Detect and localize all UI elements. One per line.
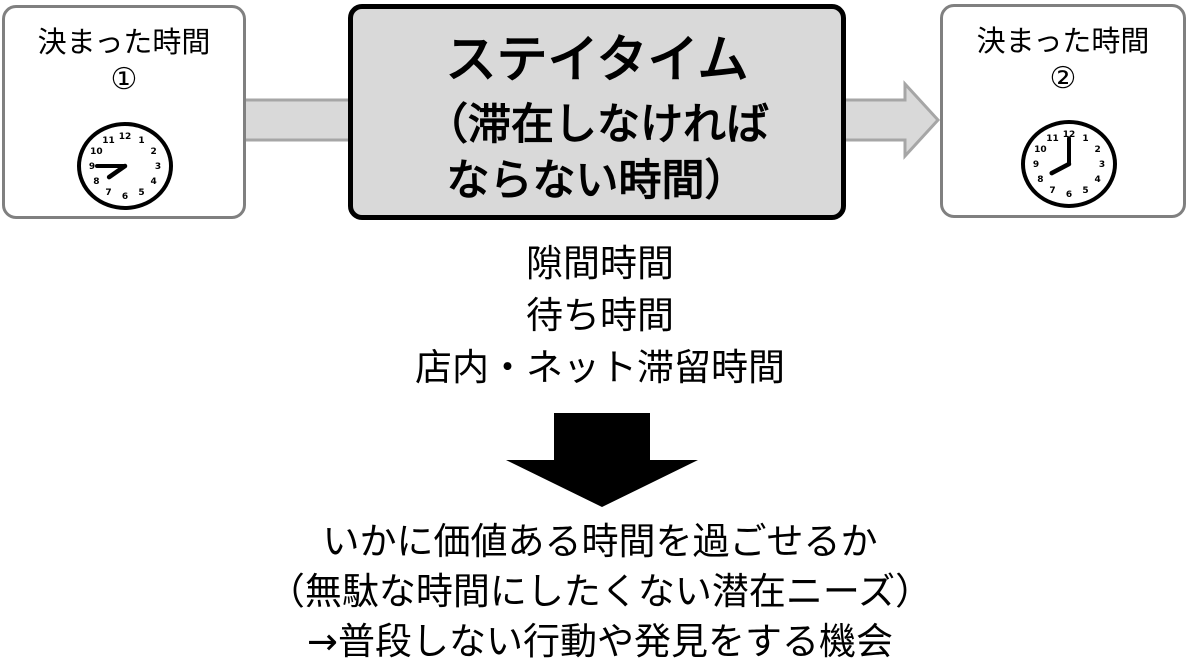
fixed-time-number: ② <box>1049 61 1077 96</box>
clock-hour-hand <box>1049 161 1072 176</box>
conclusion-line-3: →普段しない行動や発見をする機会 <box>306 620 893 663</box>
clock-numeral: 4 <box>1094 175 1100 185</box>
conclusion-line-2: （無駄な時間にしたくない潜在ニーズ） <box>267 570 933 613</box>
fixed-time-label: 決まった時間 <box>37 25 211 59</box>
stay-time-title: ステイタイム <box>445 31 749 90</box>
conclusion-line-1: いかに価値ある時間を過ごせるか <box>322 520 878 563</box>
clock-numeral: 2 <box>1094 145 1100 155</box>
clock-numeral: 8 <box>93 177 99 187</box>
clock-numeral: 7 <box>105 188 111 198</box>
clock-numeral: 10 <box>1034 145 1047 155</box>
clock-numeral: 3 <box>1099 160 1105 170</box>
stay-time-subtitle-line2: ならない時間） <box>446 156 748 206</box>
example-waiting-time: 待ち時間 <box>526 294 674 337</box>
clock-numeral: 12 <box>1063 130 1076 140</box>
example-dwell-time: 店内・ネット滞留時間 <box>415 346 785 389</box>
clock-numeral: 1 <box>138 136 144 146</box>
down-arrow <box>506 413 698 507</box>
clock-numeral: 12 <box>119 132 132 142</box>
clock-numeral: 4 <box>150 177 156 187</box>
clock-numeral: 1 <box>1082 134 1088 144</box>
clock-numeral: 9 <box>1033 160 1039 170</box>
clock-numeral: 11 <box>102 136 115 146</box>
fixed-time-number: ① <box>110 62 138 97</box>
clock-numeral: 6 <box>122 192 128 202</box>
fixed-time-label: 決まった時間 <box>976 24 1150 58</box>
left-connector-bar <box>242 98 354 142</box>
clock-numeral: 10 <box>90 147 103 157</box>
clock-numeral: 6 <box>1066 190 1072 200</box>
right-connector-arrow <box>842 80 941 160</box>
clock-numeral: 11 <box>1046 134 1059 144</box>
clock-numeral: 3 <box>155 162 161 172</box>
example-gap-time: 隙間時間 <box>526 242 674 285</box>
clock-numeral: 8 <box>1037 175 1043 185</box>
clock-numeral: 5 <box>1082 186 1088 196</box>
clock-numeral: 7 <box>1049 186 1055 196</box>
clock-numeral: 9 <box>89 162 95 172</box>
stay-time-box: ステイタイム （滞在しなければ ならない時間） <box>348 4 846 220</box>
clock-numeral: 2 <box>150 147 156 157</box>
clock-numeral: 5 <box>138 188 144 198</box>
stay-time-subtitle-line1: （滞在しなければ <box>425 100 769 150</box>
